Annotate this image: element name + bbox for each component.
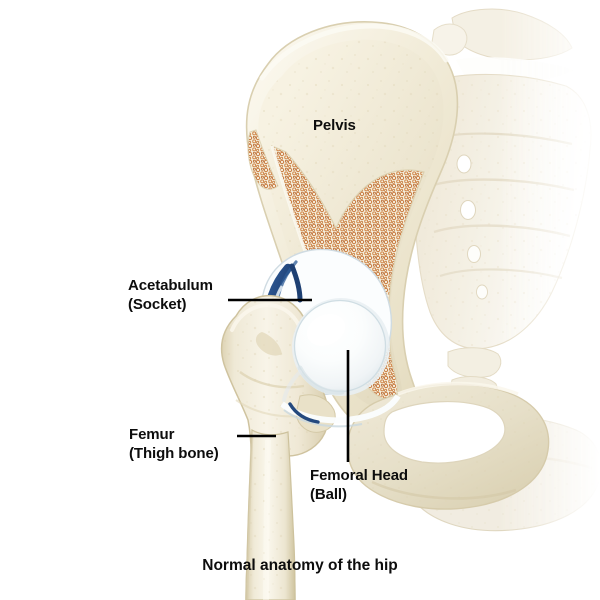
- label-acetabulum: Acetabulum (Socket): [128, 276, 213, 314]
- label-acetabulum-line2: (Socket): [128, 296, 187, 313]
- label-femur-line2: (Thigh bone): [129, 445, 219, 462]
- inferior-labrum: [288, 402, 320, 424]
- label-femoral-head-line1: Femoral Head: [310, 467, 408, 484]
- figure-caption: Normal anatomy of the hip: [202, 557, 398, 574]
- label-femoral-head: Femoral Head (Ball): [310, 466, 408, 504]
- leader-lines: [228, 298, 350, 462]
- trochanteric-fossa: [255, 332, 282, 356]
- femoral-head-ball: [282, 298, 390, 402]
- cancellous-bone-crest: [247, 129, 279, 190]
- femur-bone: [220, 294, 401, 600]
- label-pelvis: Pelvis: [313, 116, 356, 135]
- pelvis-bone: [245, 21, 550, 510]
- obturator-foramen: [383, 401, 506, 464]
- label-femoral-head-line2: (Ball): [310, 486, 347, 503]
- label-pelvis-text: Pelvis: [313, 117, 356, 134]
- label-acetabulum-line1: Acetabulum: [128, 277, 213, 294]
- label-femur: Femur (Thigh bone): [129, 425, 219, 463]
- label-femur-line1: Femur: [129, 426, 175, 443]
